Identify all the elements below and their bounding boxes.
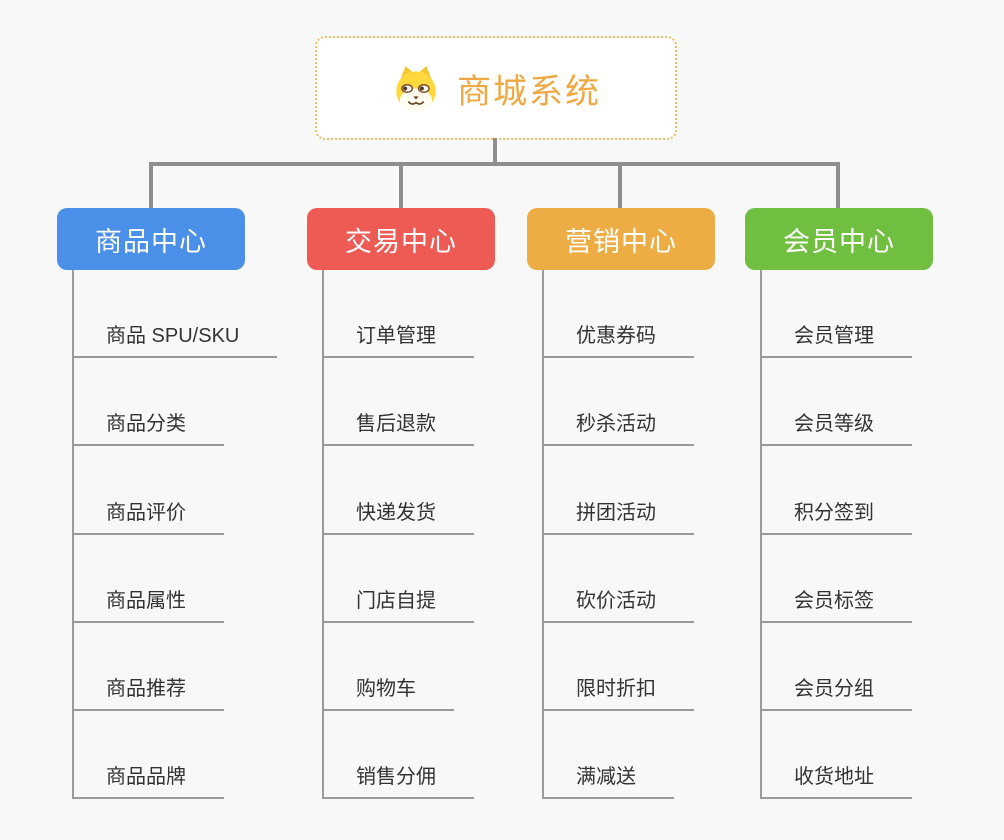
- list-item: 会员标签: [760, 535, 912, 623]
- list-item: 商品 SPU/SKU: [72, 270, 278, 359]
- list-item: 限时折扣: [542, 623, 694, 711]
- topic-label[interactable]: 商品评价: [72, 501, 224, 535]
- topic-label[interactable]: 商品品牌: [72, 765, 224, 800]
- child-list-product-center: 商品 SPU/SKU 商品分类 商品评价 商品属性 商品推荐 商品品牌: [72, 270, 278, 800]
- topic-label[interactable]: 商品 SPU/SKU: [72, 324, 278, 359]
- shiba-dog-icon: [396, 66, 436, 113]
- connector-horizontal-bar: [149, 162, 840, 166]
- topic-label[interactable]: 门店自提: [322, 589, 474, 623]
- topic-label[interactable]: 拼团活动: [542, 501, 694, 535]
- child-list-trade-center: 订单管理 售后退款 快递发货 门店自提 购物车 销售分佣: [322, 270, 474, 800]
- connector-drop-products: [149, 162, 153, 208]
- connector-drop-marketing: [618, 162, 622, 208]
- list-item: 售后退款: [322, 358, 474, 447]
- list-item: 积分签到: [760, 446, 912, 535]
- branch-node-trade-center[interactable]: 交易中心: [307, 208, 495, 270]
- topic-label[interactable]: 限时折扣: [542, 677, 694, 711]
- topic-label[interactable]: 积分签到: [760, 501, 912, 535]
- topic-label[interactable]: 商品推荐: [72, 677, 224, 711]
- list-item: 秒杀活动: [542, 358, 694, 447]
- list-item: 会员等级: [760, 358, 912, 447]
- list-item: 商品分类: [72, 358, 277, 447]
- topic-label[interactable]: 购物车: [322, 677, 454, 711]
- topic-label[interactable]: 砍价活动: [542, 589, 694, 623]
- topic-label[interactable]: 销售分佣: [322, 765, 474, 800]
- topic-label[interactable]: 收货地址: [760, 765, 912, 800]
- branch-node-product-center[interactable]: 商品中心: [57, 208, 245, 270]
- connector-drop-members: [836, 162, 840, 208]
- root-topic-node[interactable]: 商城系统: [315, 36, 677, 140]
- list-item: 订单管理: [322, 270, 474, 359]
- topic-label[interactable]: 会员分组: [760, 677, 912, 711]
- branch-node-member-center[interactable]: 会员中心: [745, 208, 933, 270]
- child-list-member-center: 会员管理 会员等级 积分签到 会员标签 会员分组 收货地址: [760, 270, 912, 800]
- topic-label[interactable]: 商品属性: [72, 589, 224, 623]
- topic-label[interactable]: 售后退款: [322, 412, 474, 447]
- list-item: 收货地址: [760, 711, 912, 800]
- list-item: 砍价活动: [542, 535, 694, 623]
- topic-label[interactable]: 会员标签: [760, 589, 912, 623]
- list-item: 销售分佣: [322, 711, 474, 800]
- topic-label[interactable]: 订单管理: [322, 324, 474, 359]
- topic-label[interactable]: 快递发货: [322, 501, 474, 535]
- topic-label[interactable]: 会员等级: [760, 412, 912, 447]
- topic-label[interactable]: 秒杀活动: [542, 412, 694, 447]
- branch-node-marketing-center[interactable]: 营销中心: [527, 208, 715, 270]
- topic-label[interactable]: 优惠券码: [542, 324, 694, 359]
- list-item: 商品推荐: [72, 623, 277, 711]
- list-item: 商品品牌: [72, 711, 277, 800]
- connector-drop-trade: [399, 162, 403, 208]
- connector-root-stub: [493, 138, 497, 164]
- list-item: 会员管理: [760, 270, 912, 359]
- list-item: 商品属性: [72, 535, 277, 623]
- topic-label[interactable]: 商品分类: [72, 412, 224, 447]
- list-item: 满减送: [542, 711, 694, 800]
- topic-label[interactable]: 会员管理: [760, 324, 912, 359]
- list-item: 会员分组: [760, 623, 912, 711]
- list-item: 快递发货: [322, 446, 474, 535]
- list-item: 门店自提: [322, 535, 474, 623]
- child-list-marketing-center: 优惠券码 秒杀活动 拼团活动 砍价活动 限时折扣 满减送: [542, 270, 694, 800]
- list-item: 拼团活动: [542, 446, 694, 535]
- list-item: 购物车: [322, 623, 474, 711]
- list-item: 优惠券码: [542, 270, 694, 359]
- root-topic-label: 商城系统: [457, 72, 601, 111]
- list-item: 商品评价: [72, 446, 277, 535]
- topic-label[interactable]: 满减送: [542, 765, 674, 800]
